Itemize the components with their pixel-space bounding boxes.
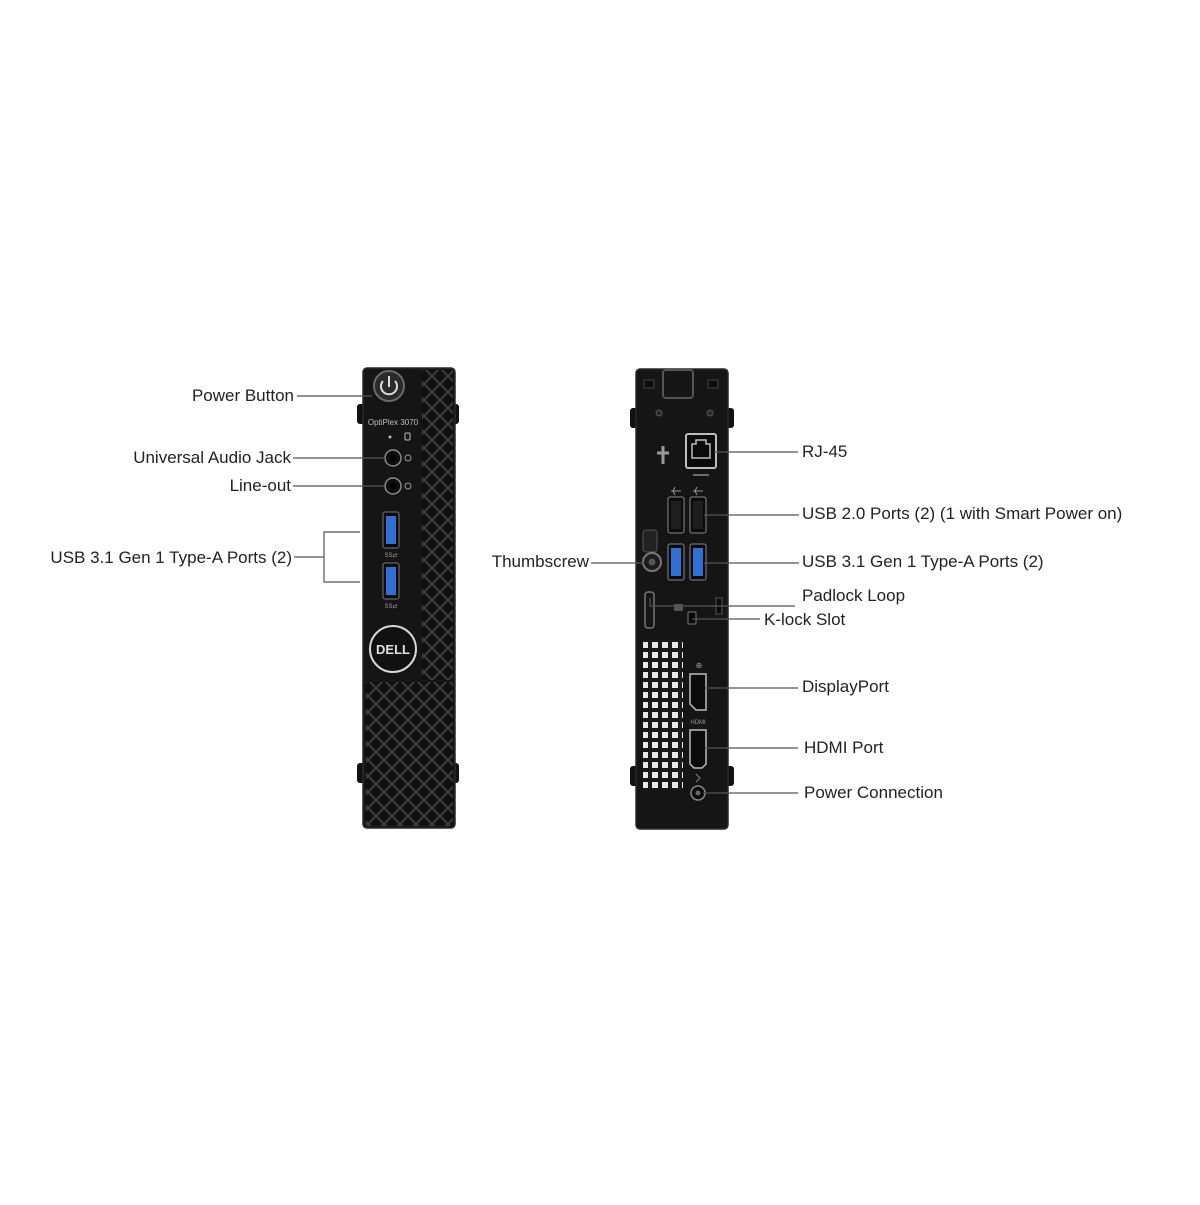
klock-slot bbox=[687, 611, 697, 625]
displayport-port bbox=[689, 673, 707, 711]
label-rj45: RJ-45 bbox=[802, 442, 848, 461]
label-usb20: USB 2.0 Ports (2) (1 with Smart Power on… bbox=[802, 504, 1123, 523]
label-line-out: Line-out bbox=[229, 476, 291, 495]
label-universal-audio-jack: Universal Audio Jack bbox=[133, 448, 291, 467]
front-usb-1-mark: SS⇄ bbox=[384, 552, 397, 559]
label-klock-slot: K-lock Slot bbox=[764, 610, 846, 629]
padlock-loop bbox=[644, 591, 655, 629]
label-displayport: DisplayPort bbox=[802, 677, 889, 696]
label-thumbscrew: Thumbscrew bbox=[491, 552, 589, 571]
label-usb31-rear: USB 3.1 Gen 1 Type-A Ports (2) bbox=[802, 552, 1044, 571]
front-usb-port-1-insert bbox=[386, 516, 396, 544]
label-usb31-front: USB 3.1 Gen 1 Type-A Ports (2) bbox=[50, 548, 292, 567]
front-unit: OptiPlex 3070 SS⇄ SS⇄ DELL bbox=[357, 367, 459, 829]
rear-top-bracket bbox=[662, 369, 694, 399]
antenna-plus-icon bbox=[657, 446, 669, 464]
drive-led-icon bbox=[404, 432, 411, 441]
headset-icon bbox=[404, 454, 412, 462]
hdmi-port bbox=[689, 729, 707, 769]
model-text: OptiPlex 3070 bbox=[368, 418, 419, 427]
line-out-icon bbox=[404, 482, 412, 490]
label-hdmi-port: HDMI Port bbox=[804, 738, 884, 757]
leader-padlock-loop bbox=[649, 598, 795, 607]
front-usb-2-mark: SS⇄ bbox=[384, 603, 397, 610]
label-power-connection: Power Connection bbox=[804, 783, 943, 802]
hdmi-mark: HDMI bbox=[690, 720, 706, 726]
activity-led-icon bbox=[388, 435, 392, 439]
rear-unit: ⊕ HDMI bbox=[630, 368, 734, 830]
front-side-grille bbox=[422, 370, 453, 680]
lock-icon bbox=[674, 604, 683, 611]
front-usb-port-2-insert bbox=[386, 567, 396, 595]
rj45-port bbox=[685, 433, 717, 469]
leader-lines bbox=[293, 395, 799, 794]
front-bottom-grille bbox=[366, 682, 453, 826]
thumbscrew-bracket bbox=[642, 529, 658, 553]
rear-vent-grid bbox=[643, 640, 683, 790]
usb2-mark-1-icon bbox=[671, 486, 681, 496]
label-padlock-loop: Padlock Loop bbox=[802, 586, 906, 605]
dp-mark-icon: ⊕ bbox=[696, 661, 703, 670]
dc-in-icon bbox=[695, 773, 701, 783]
label-power-button: Power Button bbox=[191, 386, 294, 405]
leader-usb31-front bbox=[294, 531, 360, 583]
dell-logo bbox=[369, 625, 417, 673]
usb2-mark-2-icon bbox=[693, 486, 703, 496]
power-symbol-icon bbox=[380, 380, 398, 396]
dell-logo-text: DELL bbox=[376, 642, 410, 657]
